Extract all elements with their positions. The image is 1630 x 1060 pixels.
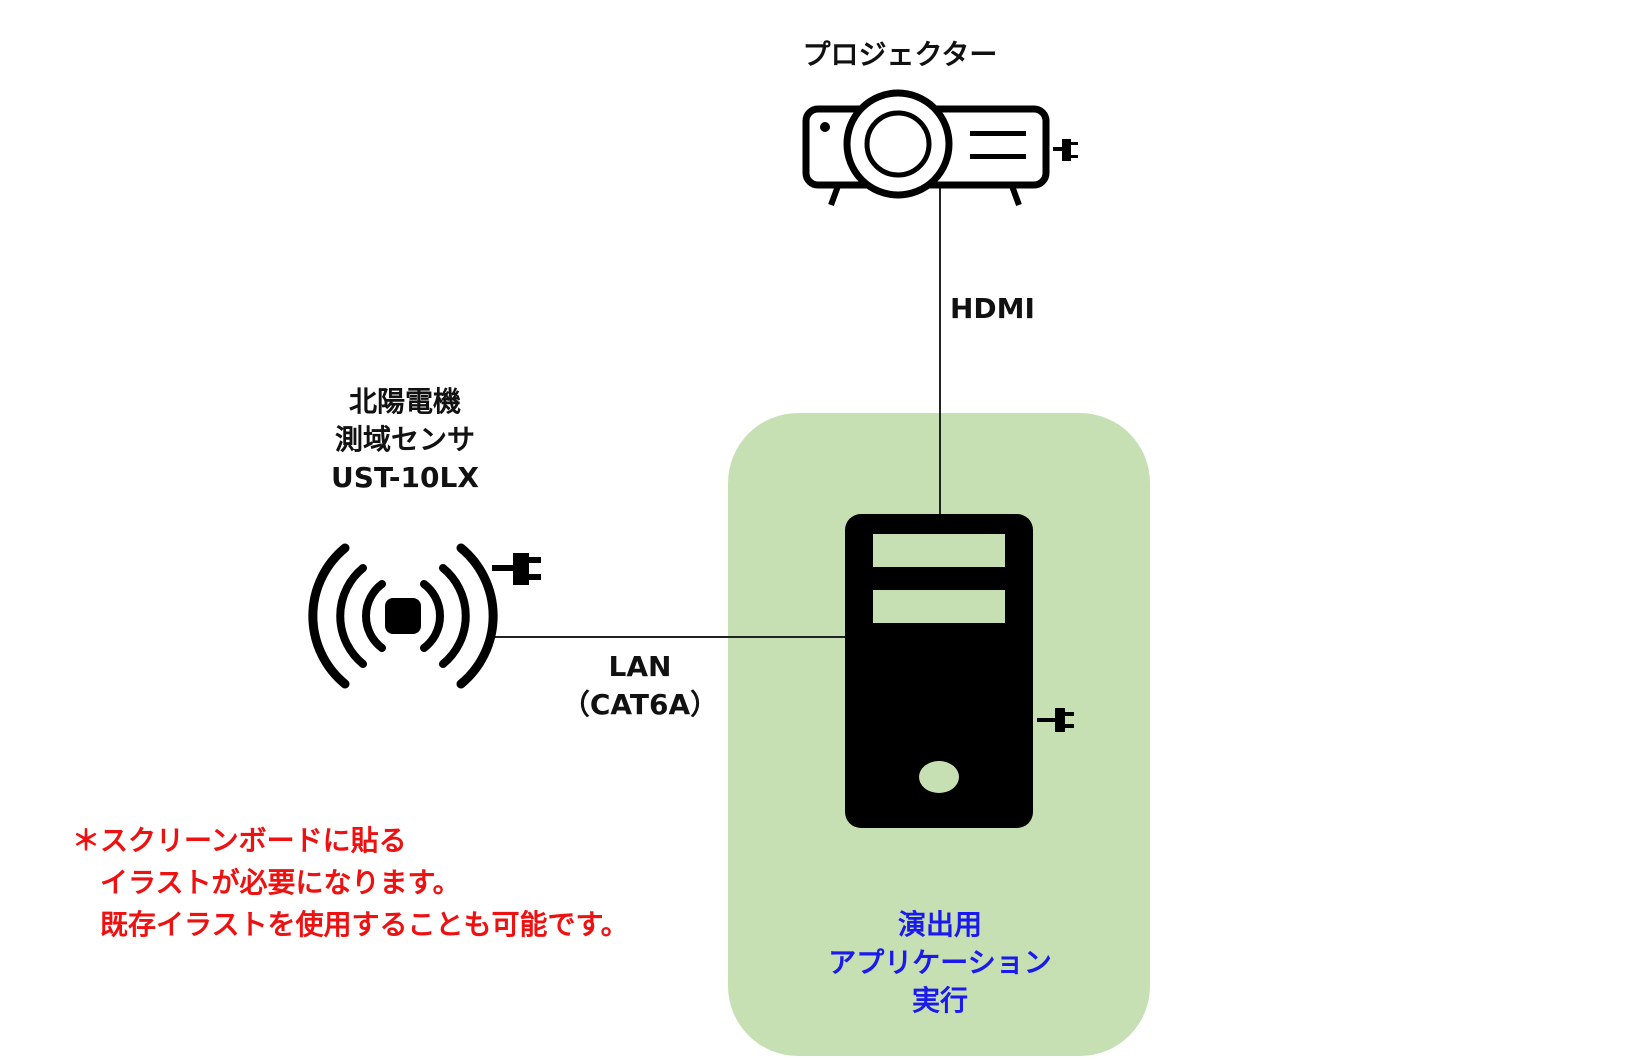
note-line1: ＊スクリーンボードに貼る bbox=[72, 824, 407, 857]
power-plug-icon bbox=[1037, 708, 1074, 732]
projector-icon bbox=[802, 89, 1050, 207]
desktop-pc-icon bbox=[845, 514, 1033, 828]
projector-label: プロジェクター bbox=[802, 38, 998, 71]
pc-area-label: 演出用 アプリケーション 実行 bbox=[740, 906, 1140, 1020]
sensor-type: 測域センサ bbox=[334, 423, 475, 456]
sensor-maker: 北陽電機 bbox=[348, 385, 461, 418]
power-plug-icon bbox=[1053, 139, 1078, 161]
sensor-label: 北陽電機 測域センサ UST-10LX bbox=[280, 383, 530, 497]
sensor-model: UST-10LX bbox=[331, 461, 479, 494]
sensor-icon bbox=[308, 543, 498, 689]
illustration-note: ＊スクリーンボードに貼る イラストが必要になります。 既存イラストを使用すること… bbox=[72, 820, 629, 946]
note-line3: 既存イラストを使用することも可能です。 bbox=[100, 908, 629, 941]
lan-label-line2: （CAT6A） bbox=[561, 688, 719, 721]
lan-label: LAN （CAT6A） bbox=[540, 648, 740, 724]
note-line2: イラストが必要になります。 bbox=[100, 866, 461, 899]
pc-area-label-line3: 実行 bbox=[911, 984, 968, 1017]
pc-area-label-line1: 演出用 bbox=[897, 908, 982, 941]
lan-label-line1: LAN bbox=[608, 650, 672, 683]
pc-area-label-line2: アプリケーション bbox=[828, 946, 1052, 979]
power-plug-icon bbox=[492, 553, 541, 585]
hdmi-label: HDMI bbox=[950, 292, 1035, 325]
